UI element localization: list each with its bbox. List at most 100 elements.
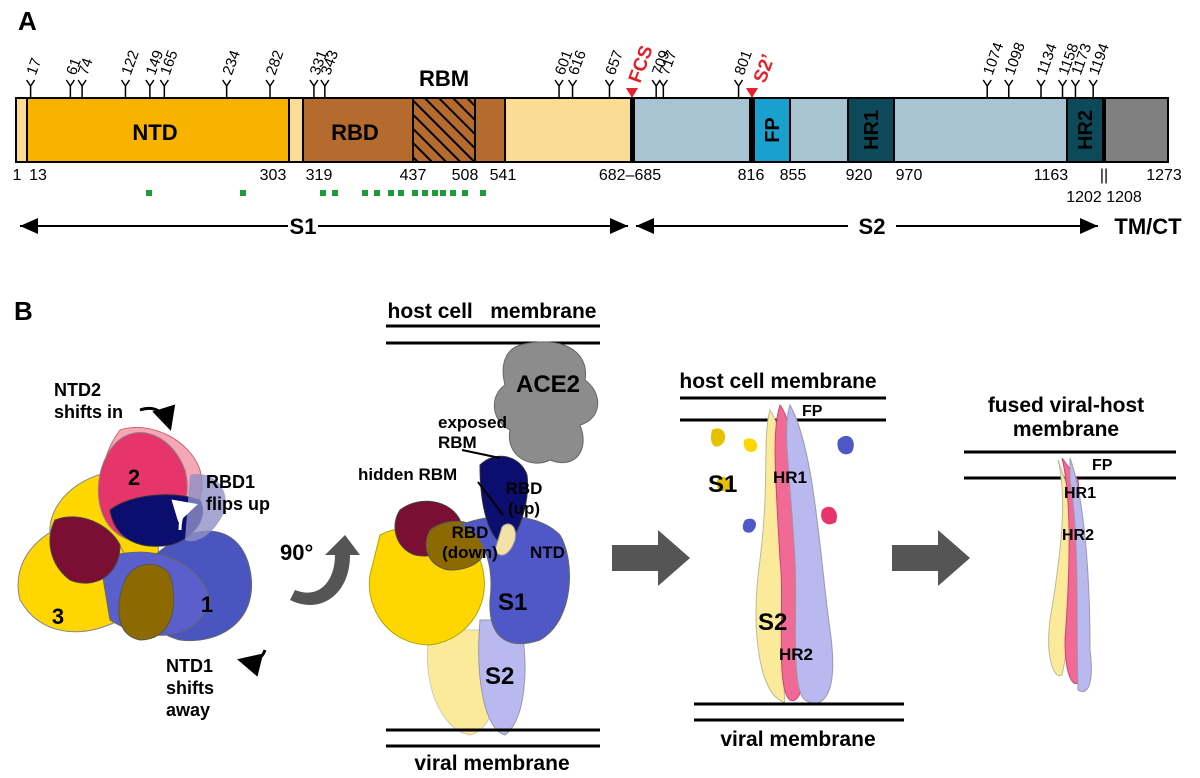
trimer-top-view xyxy=(17,426,252,642)
glycan-stem-1134 xyxy=(1036,79,1046,98)
glycan-stem-717 xyxy=(658,79,668,98)
pos-682-685: 682–685 xyxy=(599,167,661,184)
tm-ct-label: TM/CT xyxy=(1114,214,1182,239)
hr1-domain xyxy=(847,97,895,163)
pos-437: 437 xyxy=(400,167,427,184)
glycan-stem-709 xyxy=(651,79,661,98)
step3-to-step4-arrow-icon xyxy=(892,530,970,586)
glycan-stem-17 xyxy=(25,79,36,98)
glycan-stem-1098 xyxy=(1004,79,1014,98)
glycan-stem-234 xyxy=(222,79,232,98)
glycan-stem-616 xyxy=(567,79,578,98)
glycosite-label: 74 xyxy=(75,56,97,77)
pos-816: 816 xyxy=(738,167,765,184)
glycan-stem-74 xyxy=(77,79,87,98)
shed-s1-fragments xyxy=(710,428,854,533)
rbd-down-text: RBD(down) xyxy=(442,523,498,562)
glycosite-label: 61 xyxy=(63,56,85,77)
s2prime-arrow-icon xyxy=(746,88,758,98)
rbd-up-text: RBD(up) xyxy=(506,479,543,518)
panel-b-label: B xyxy=(14,296,33,326)
step3-host-membrane-label: host cell membrane xyxy=(679,370,876,393)
ntd1-shift-arrow-icon xyxy=(237,649,267,677)
step4-hr2-label: HR2 xyxy=(1062,527,1094,544)
step2-to-step3-arrow-icon xyxy=(612,530,690,586)
step4-fp-label: FP xyxy=(1092,457,1113,474)
glycan-stem-122 xyxy=(120,79,131,98)
hr2-label: HR2 xyxy=(1075,110,1097,150)
domain-bar xyxy=(15,97,1169,163)
pos-541: 541 xyxy=(490,167,517,184)
step3-s2-label: S2 xyxy=(758,609,787,636)
ace2-label: ACE2 xyxy=(516,371,580,398)
pos-508: 508 xyxy=(452,167,479,184)
mutation-marks xyxy=(146,190,486,196)
glycan-stem-61 xyxy=(65,79,75,98)
tm-ct-domain xyxy=(1104,97,1169,163)
fcs-arrow-icon xyxy=(626,88,638,98)
panel-a-label: A xyxy=(18,6,37,36)
prehairpin-structure xyxy=(755,403,834,704)
rbd-label: RBD xyxy=(331,120,379,145)
glycan-stem-601 xyxy=(554,79,564,98)
hidden-rbm-pointer xyxy=(477,481,504,516)
exposed-rbm-pointer xyxy=(461,449,501,459)
ace2-shape xyxy=(493,341,599,464)
pos-1202: 1202 xyxy=(1066,189,1102,206)
glycan-stem-801 xyxy=(733,79,744,98)
protomer-label-3: 3 xyxy=(52,604,64,629)
spike-side-view xyxy=(368,455,570,736)
glycan-stem-165 xyxy=(159,79,169,98)
hr1-label: HR1 xyxy=(861,110,883,150)
rbd1-flip-arrow-icon xyxy=(171,499,198,531)
pos-13: 13 xyxy=(29,167,47,184)
glycan-stem-1173 xyxy=(1070,79,1081,98)
glycan-stem-343 xyxy=(320,79,330,98)
pos-303: 303 xyxy=(260,167,287,184)
step3-fp-label: FP xyxy=(802,403,823,420)
ntd-label: NTD xyxy=(132,120,177,145)
rbm-label: RBM xyxy=(419,66,469,91)
ntd2-shift-arrow-icon xyxy=(139,404,176,431)
step2-s2-label: S2 xyxy=(485,663,514,690)
rbm-domain xyxy=(412,97,476,163)
pos-920: 920 xyxy=(846,167,873,184)
protomer-label-2: 2 xyxy=(128,465,140,490)
step2-s1-label: S1 xyxy=(498,589,527,616)
glycan-stem-1194 xyxy=(1088,79,1098,98)
glycan-stem-1158 xyxy=(1057,79,1068,98)
glycan-stem-282 xyxy=(265,79,275,98)
hidden-rbm-label: hidden RBM xyxy=(358,465,457,484)
hr2-domain xyxy=(1066,97,1104,163)
pos-separator: || xyxy=(1100,167,1108,184)
glycosite-label: 122 xyxy=(118,48,143,77)
fp-domain xyxy=(753,97,791,163)
pos-1163: 1163 xyxy=(1034,167,1069,184)
glycosite-label: 17 xyxy=(23,56,45,77)
rotation-label: 90° xyxy=(280,540,313,565)
pos-1273: 1273 xyxy=(1146,167,1182,184)
cleavage-sites: FCS S2’ xyxy=(625,43,779,98)
step3-hr1-label: HR1 xyxy=(773,468,807,487)
rotation-arrow-icon xyxy=(290,535,360,605)
postfusion-structure xyxy=(1048,457,1092,692)
step2-viral-membrane-label: viral membrane xyxy=(414,752,569,775)
glycosite-label: 282 xyxy=(263,48,288,77)
step2-host-membrane-label: host cell membrane xyxy=(388,300,597,323)
glycosite-label: 657 xyxy=(602,48,627,77)
glycan-stem-1074 xyxy=(982,79,992,98)
glycan-stem-331 xyxy=(309,79,319,98)
glycosite-label: 234 xyxy=(219,48,244,77)
s2-extent-label: S2 xyxy=(859,214,886,239)
pos-1208: 1208 xyxy=(1106,189,1142,206)
glycan-stem-149 xyxy=(145,79,155,98)
pos-1: 1 xyxy=(13,167,22,184)
pos-970: 970 xyxy=(896,167,923,184)
step3-s1-label: S1 xyxy=(708,471,737,498)
